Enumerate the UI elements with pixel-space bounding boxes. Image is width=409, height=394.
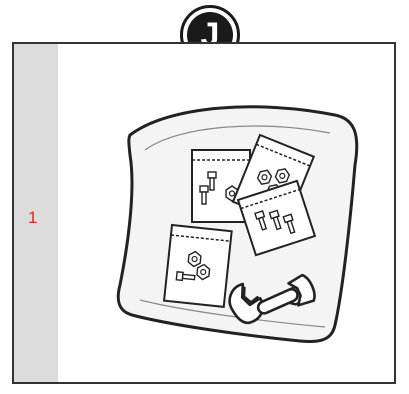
hardware-kit-illustration: [110, 95, 370, 357]
step-number: 1: [28, 208, 37, 228]
small-parts-bag-icon: [164, 225, 232, 307]
step-number-column: 1: [14, 44, 58, 382]
